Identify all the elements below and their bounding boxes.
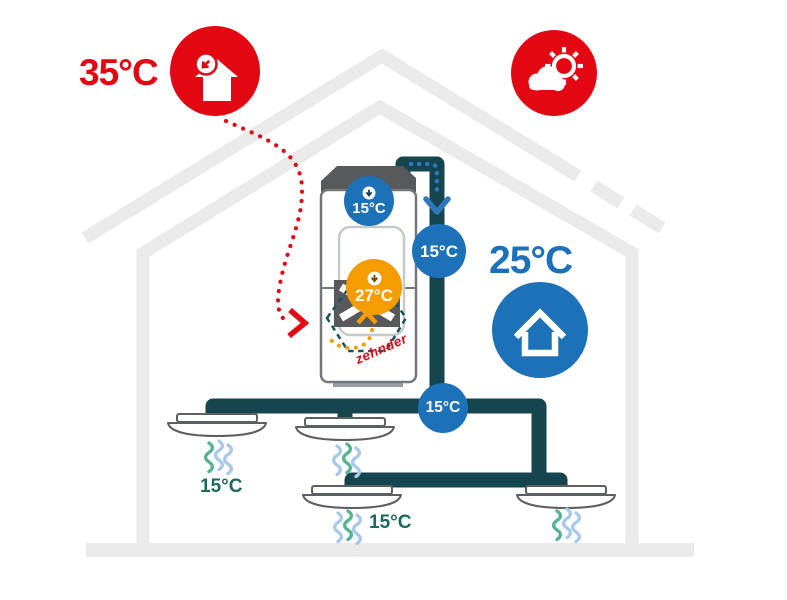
room-left-temp-label: 15°C <box>200 476 243 497</box>
ceiling-diffuser-left <box>167 413 267 437</box>
outdoor-air-flow-path <box>223 118 310 339</box>
room-center-temp-label: 15°C <box>369 512 412 533</box>
blue-dotted-line <box>408 161 440 200</box>
roof-outer-line <box>81 48 582 244</box>
indoor-temperature-label: 25°C <box>489 239 573 282</box>
indoor-air-symbol <box>492 282 588 378</box>
supply-duct-temp: 15°C <box>420 241 458 261</box>
outdoor-air-intake-symbol <box>170 26 260 116</box>
distribution-duct-main <box>205 398 547 478</box>
unit-core-temp: 27°C <box>355 285 393 305</box>
supply-duct-temp-badge: 15°C <box>412 224 466 278</box>
red-arrow-icon <box>287 307 310 339</box>
house-icon <box>513 308 567 357</box>
airflow-waves-center-top <box>331 442 362 479</box>
floor <box>86 543 694 557</box>
down-arrow-icon <box>423 196 451 215</box>
outdoor-temperature-label: 35°C <box>79 52 159 93</box>
roof-dash-2 <box>629 204 666 234</box>
ceiling-diffuser-center-bottom <box>302 485 402 509</box>
unit-core-temp-badge: 27°C <box>346 259 402 315</box>
airflow-down-arrow-icon <box>367 271 381 285</box>
unit-intake-temp-badge: 15°C <box>344 176 394 226</box>
ceiling-diffuser-center-top <box>295 417 395 441</box>
distribution-temp-badge: 15°C <box>418 383 468 433</box>
unit-intake-temp: 15°C <box>352 200 386 217</box>
ceiling-diffuser-right <box>516 485 616 509</box>
roof-dash-1 <box>590 180 625 209</box>
sun-behind-cloud-icon <box>528 47 583 91</box>
airflow-waves-right <box>551 507 582 544</box>
duct-airflow-indicator <box>408 161 451 215</box>
house-outline <box>81 48 666 548</box>
airflow-waves-left <box>203 439 234 476</box>
weather-symbol <box>511 30 597 116</box>
red-dotted-line <box>223 118 305 326</box>
walls-and-inner-roof <box>136 99 639 548</box>
house-air-intake-icon <box>194 52 238 101</box>
distribution-temp: 15°C <box>425 399 461 417</box>
airflow-down-arrow-icon <box>362 186 376 200</box>
airflow-waves-center-bottom <box>332 509 363 546</box>
orange-dotted-flow <box>326 328 374 351</box>
